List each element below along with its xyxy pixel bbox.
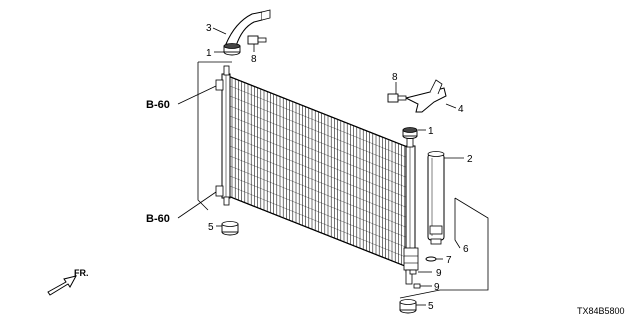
leader-lines — [177, 27, 464, 306]
callout-7: 7 — [446, 255, 452, 266]
condenser-tube — [229, 165, 409, 239]
condenser-tube — [229, 155, 409, 229]
upper-bracket — [225, 9, 271, 47]
callout-2: 2 — [467, 154, 473, 165]
assembly-outline — [197, 61, 489, 299]
front-direction-arrow-icon — [47, 275, 77, 296]
bolt-top — [247, 35, 267, 45]
cushion-lower-left — [221, 221, 239, 236]
callout-8-right: 8 — [392, 72, 398, 83]
front-direction-label: FR. — [74, 268, 89, 278]
callout-5-left: 5 — [208, 222, 214, 233]
left-header-tank — [215, 65, 231, 206]
condenser-tube — [229, 95, 409, 169]
condenser-tube — [229, 185, 409, 259]
condenser-core — [227, 75, 411, 269]
cushion-mid — [402, 127, 418, 139]
o-ring — [425, 256, 437, 262]
condenser-tube — [229, 115, 409, 189]
callout-1-mid: 1 — [428, 126, 434, 137]
reference-b60-lower: B-60 — [146, 213, 170, 225]
callout-9-upper: 9 — [436, 268, 442, 279]
condenser-tube — [229, 145, 409, 219]
condenser-tube — [229, 105, 409, 179]
receiver-dryer — [427, 151, 445, 245]
reference-b60-upper: B-60 — [146, 99, 170, 111]
right-bracket — [404, 79, 447, 113]
bolt-right — [387, 93, 407, 103]
callout-6: 6 — [463, 244, 469, 255]
callout-4: 4 — [458, 104, 464, 115]
condenser-tube — [229, 85, 409, 159]
callout-3: 3 — [206, 23, 212, 34]
callout-9-lower: 9 — [434, 282, 440, 293]
condenser-tube — [229, 135, 409, 209]
callout-1-top: 1 — [206, 48, 212, 59]
cushion-top — [223, 43, 241, 56]
cushion-lower-bottom — [399, 299, 417, 314]
right-header-tank — [403, 137, 419, 285]
condenser-tube — [229, 175, 409, 249]
condenser-tube — [229, 125, 409, 199]
callout-5-bottom: 5 — [428, 301, 434, 312]
drawing-code: TX84B5800 — [577, 306, 625, 316]
callout-8-top: 8 — [251, 54, 257, 65]
